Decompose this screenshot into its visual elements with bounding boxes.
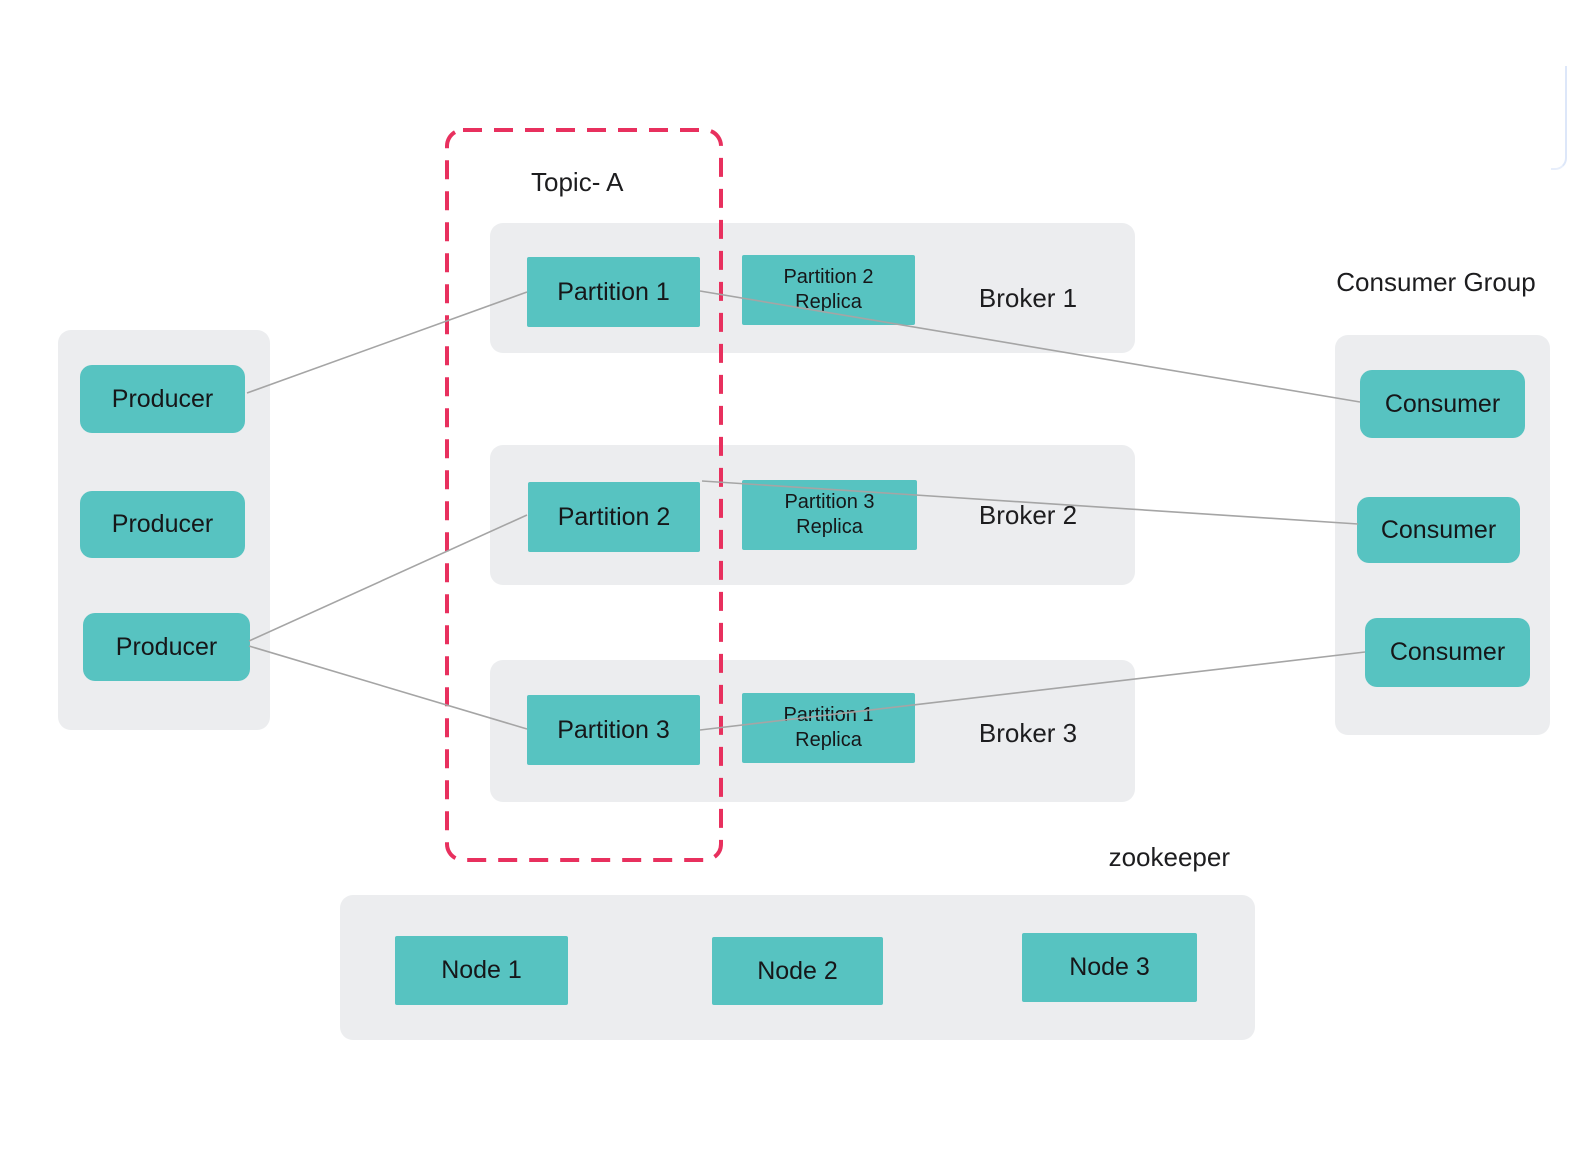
- producers-container: Producer Producer Producer: [58, 330, 270, 730]
- broker-2-container: Partition 2 Partition 3 Replica Broker 2: [490, 445, 1135, 585]
- partition-box: Partition 3: [527, 695, 700, 765]
- replica-line2: Replica: [796, 516, 863, 538]
- replica-label: Partition 2 Replica: [783, 265, 873, 315]
- overlay-corner-fragment: [1551, 66, 1567, 170]
- replica-label: Partition 1 Replica: [783, 703, 873, 753]
- replica-line2: Replica: [795, 291, 862, 313]
- consumer-label: Consumer: [1380, 515, 1497, 544]
- topic-label: Topic- A: [531, 167, 624, 197]
- line-producer1-partition1: [246, 291, 528, 394]
- consumer-label: Consumer: [1389, 638, 1506, 666]
- replica-line1: Partition 1: [783, 704, 874, 726]
- consumer-box: Consumer: [1357, 497, 1520, 563]
- producer-label: Producer: [111, 510, 214, 538]
- partition-label: Partition 2: [557, 502, 671, 531]
- producer-box: Producer: [80, 365, 245, 433]
- replica-box: Partition 3 Replica: [742, 480, 917, 550]
- broker-label: Broker 1: [978, 283, 1078, 313]
- replica-label: Partition 3 Replica: [784, 490, 874, 540]
- node-box: Node 2: [712, 937, 883, 1005]
- replica-box: Partition 2 Replica: [742, 255, 915, 325]
- node-label: Node 2: [757, 956, 838, 985]
- consumer-group-container: Consumer Consumer Consumer: [1335, 335, 1550, 735]
- consumer-box: Consumer: [1365, 618, 1530, 687]
- node-label: Node 3: [1069, 953, 1150, 981]
- producer-label: Producer: [111, 384, 214, 413]
- consumer-group-label: Consumer Group: [1336, 267, 1536, 297]
- producer-label: Producer: [115, 632, 218, 661]
- consumer-label: Consumer: [1384, 389, 1501, 418]
- broker-label: Broker 3: [978, 718, 1078, 748]
- replica-line1: Partition 2: [783, 266, 874, 288]
- partition-box: Partition 2: [528, 482, 700, 552]
- node-label: Node 1: [441, 956, 522, 984]
- producer-box: Producer: [83, 613, 250, 681]
- replica-box: Partition 1 Replica: [742, 693, 915, 763]
- partition-label: Partition 3: [557, 715, 670, 744]
- consumer-box: Consumer: [1360, 370, 1525, 438]
- node-box: Node 3: [1022, 933, 1197, 1002]
- node-box: Node 1: [395, 936, 568, 1005]
- partition-box: Partition 1: [527, 257, 700, 327]
- producer-box: Producer: [80, 491, 245, 558]
- line-producer3-partition3: [248, 645, 528, 730]
- replica-line2: Replica: [795, 729, 862, 751]
- zookeeper-container: Node 1 Node 2 Node 3: [340, 895, 1255, 1040]
- broker-3-container: Partition 3 Partition 1 Replica Broker 3: [490, 660, 1135, 802]
- zookeeper-label: zookeeper: [1108, 842, 1230, 872]
- broker-1-container: Partition 1 Partition 2 Replica Broker 1: [490, 223, 1135, 353]
- broker-label: Broker 2: [978, 500, 1078, 530]
- line-producer3-partition2: [248, 514, 528, 642]
- replica-line1: Partition 3: [784, 491, 875, 513]
- partition-label: Partition 1: [557, 277, 670, 306]
